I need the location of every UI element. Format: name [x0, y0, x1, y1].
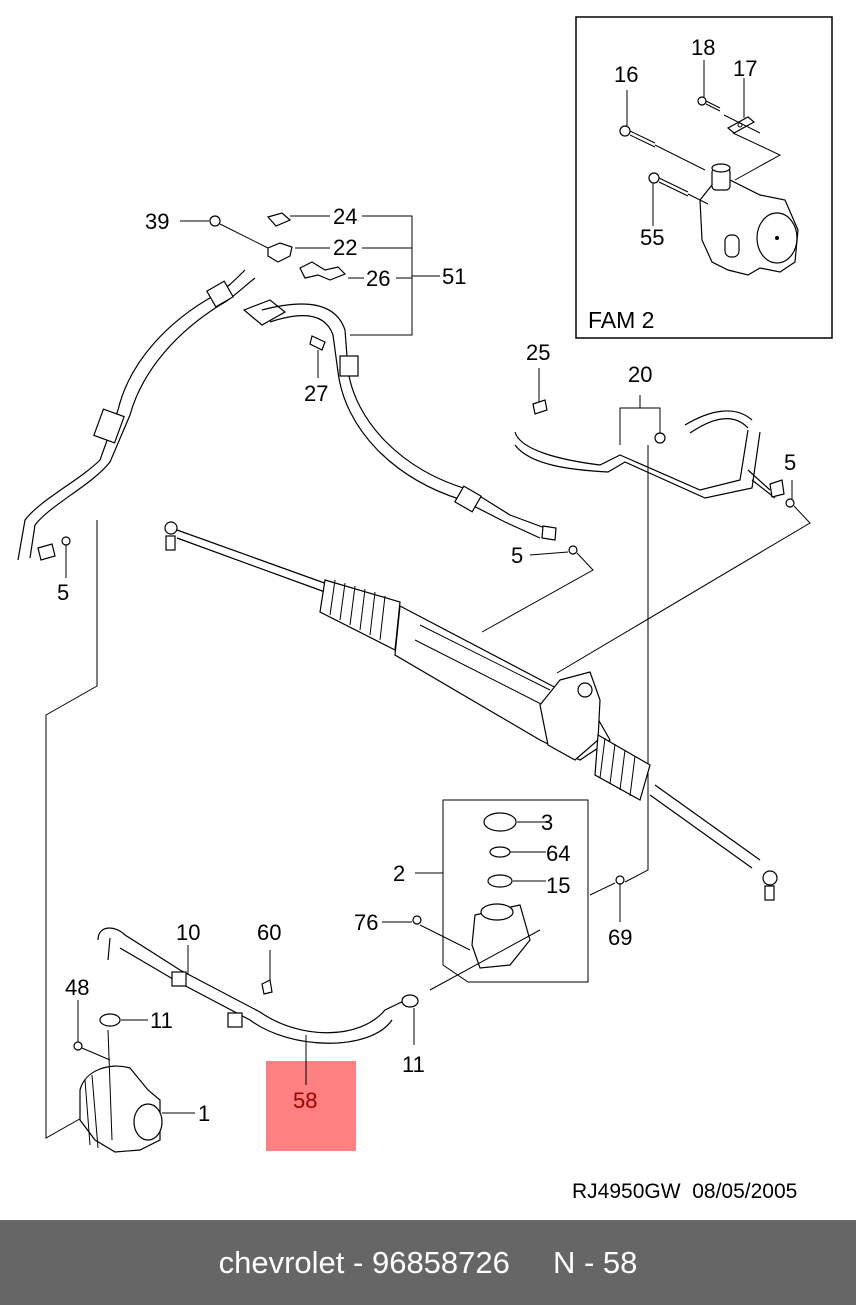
pump-1 — [79, 1029, 163, 1153]
bracket-26 — [299, 261, 347, 281]
hose-sleeve — [339, 355, 359, 377]
callout-25: 25 — [526, 340, 550, 365]
callout-27: 27 — [304, 381, 328, 406]
footer-part-info: chevrolet - 96858726 N - 58 — [218, 1244, 638, 1280]
reservoir-body — [471, 904, 531, 969]
parts-diagram: 16 18 17 55 FAM 2 39 24 22 26 51 27 — [17, 16, 833, 1153]
o-ring-5-left — [61, 536, 71, 546]
inset-fam2: 16 18 17 55 FAM 2 — [575, 16, 833, 339]
bracket-group-51: 39 24 22 26 51 27 — [145, 204, 466, 406]
callout-76: 76 — [354, 910, 378, 935]
callout-11-right: 11 — [402, 1052, 425, 1077]
steering-rack — [164, 521, 778, 901]
callout-26: 26 — [366, 266, 390, 291]
o-ring-5-right — [785, 498, 795, 508]
callout-5-middle: 5 — [511, 543, 523, 568]
callout-1: 1 — [198, 1101, 210, 1126]
callout-64: 64 — [546, 841, 570, 866]
clamp-22 — [267, 242, 293, 263]
callout-3: 3 — [541, 810, 553, 835]
highlight-part-58[interactable]: 58 — [266, 1061, 356, 1151]
lower-hose-pump: 10 60 48 11 11 1 — [45, 520, 425, 1153]
reservoir-frame — [442, 799, 589, 983]
callout-20: 20 — [628, 362, 652, 387]
clip-24 — [266, 212, 292, 227]
pipe-clamp — [242, 299, 287, 326]
bolt-55 — [648, 172, 709, 205]
highlight-box[interactable] — [266, 1061, 356, 1151]
callout-16: 16 — [614, 62, 638, 87]
pipe-assembly-20: 25 5 20 — [514, 340, 811, 883]
bolt-16 — [619, 125, 706, 171]
clamp-11-left — [99, 1013, 121, 1027]
nut-69 — [615, 875, 625, 885]
inset-title: FAM 2 — [588, 307, 654, 333]
callout-18: 18 — [691, 35, 715, 60]
nut-76 — [412, 915, 422, 925]
callout-48: 48 — [65, 975, 89, 1000]
bolt-27 — [309, 335, 326, 351]
left-boot — [319, 579, 401, 651]
filter-15 — [487, 874, 513, 888]
o-ring-5-middle — [568, 545, 578, 555]
right-boot — [594, 734, 651, 801]
callout-22: 22 — [333, 235, 357, 260]
callout-17: 17 — [733, 56, 757, 81]
hose-sleeve — [454, 485, 482, 513]
bolt-25 — [532, 399, 548, 415]
diagram-reference: RJ4950GW 08/05/2005 — [572, 1180, 798, 1203]
callout-69: 69 — [608, 925, 632, 950]
clamp-11-right — [401, 994, 419, 1008]
nut-39 — [209, 215, 221, 227]
callout-15: 15 — [546, 873, 570, 898]
callout-58: 58 — [293, 1088, 317, 1113]
hose-end-fitting — [37, 543, 56, 561]
callout-39: 39 — [145, 209, 169, 234]
clamp-10 — [171, 971, 187, 987]
gasket-17 — [723, 114, 782, 181]
callout-24: 24 — [333, 204, 357, 229]
nut-48 — [73, 1041, 83, 1051]
cap-3 — [483, 812, 517, 832]
callout-55: 55 — [640, 225, 664, 250]
callout-51: 51 — [442, 264, 466, 289]
callout-60: 60 — [257, 920, 281, 945]
bolt-60 — [261, 979, 273, 995]
callout-10: 10 — [176, 920, 200, 945]
callout-2: 2 — [393, 861, 405, 886]
pressure-hose: 5 5 — [17, 269, 594, 633]
footer-bar: chevrolet - 96858726 N - 58 — [0, 1220, 856, 1305]
clamp-60-bracket — [227, 1012, 243, 1028]
callout-5-right: 5 — [784, 450, 796, 475]
reservoir-group-2: 3 64 2 15 76 69 — [354, 799, 632, 991]
pump-body-inset — [699, 163, 799, 276]
callout-5-left: 5 — [57, 580, 69, 605]
bolt-18 — [697, 96, 721, 112]
callout-11-left: 11 — [150, 1008, 173, 1033]
seal-64 — [489, 846, 511, 858]
clamp-20 — [654, 432, 666, 444]
